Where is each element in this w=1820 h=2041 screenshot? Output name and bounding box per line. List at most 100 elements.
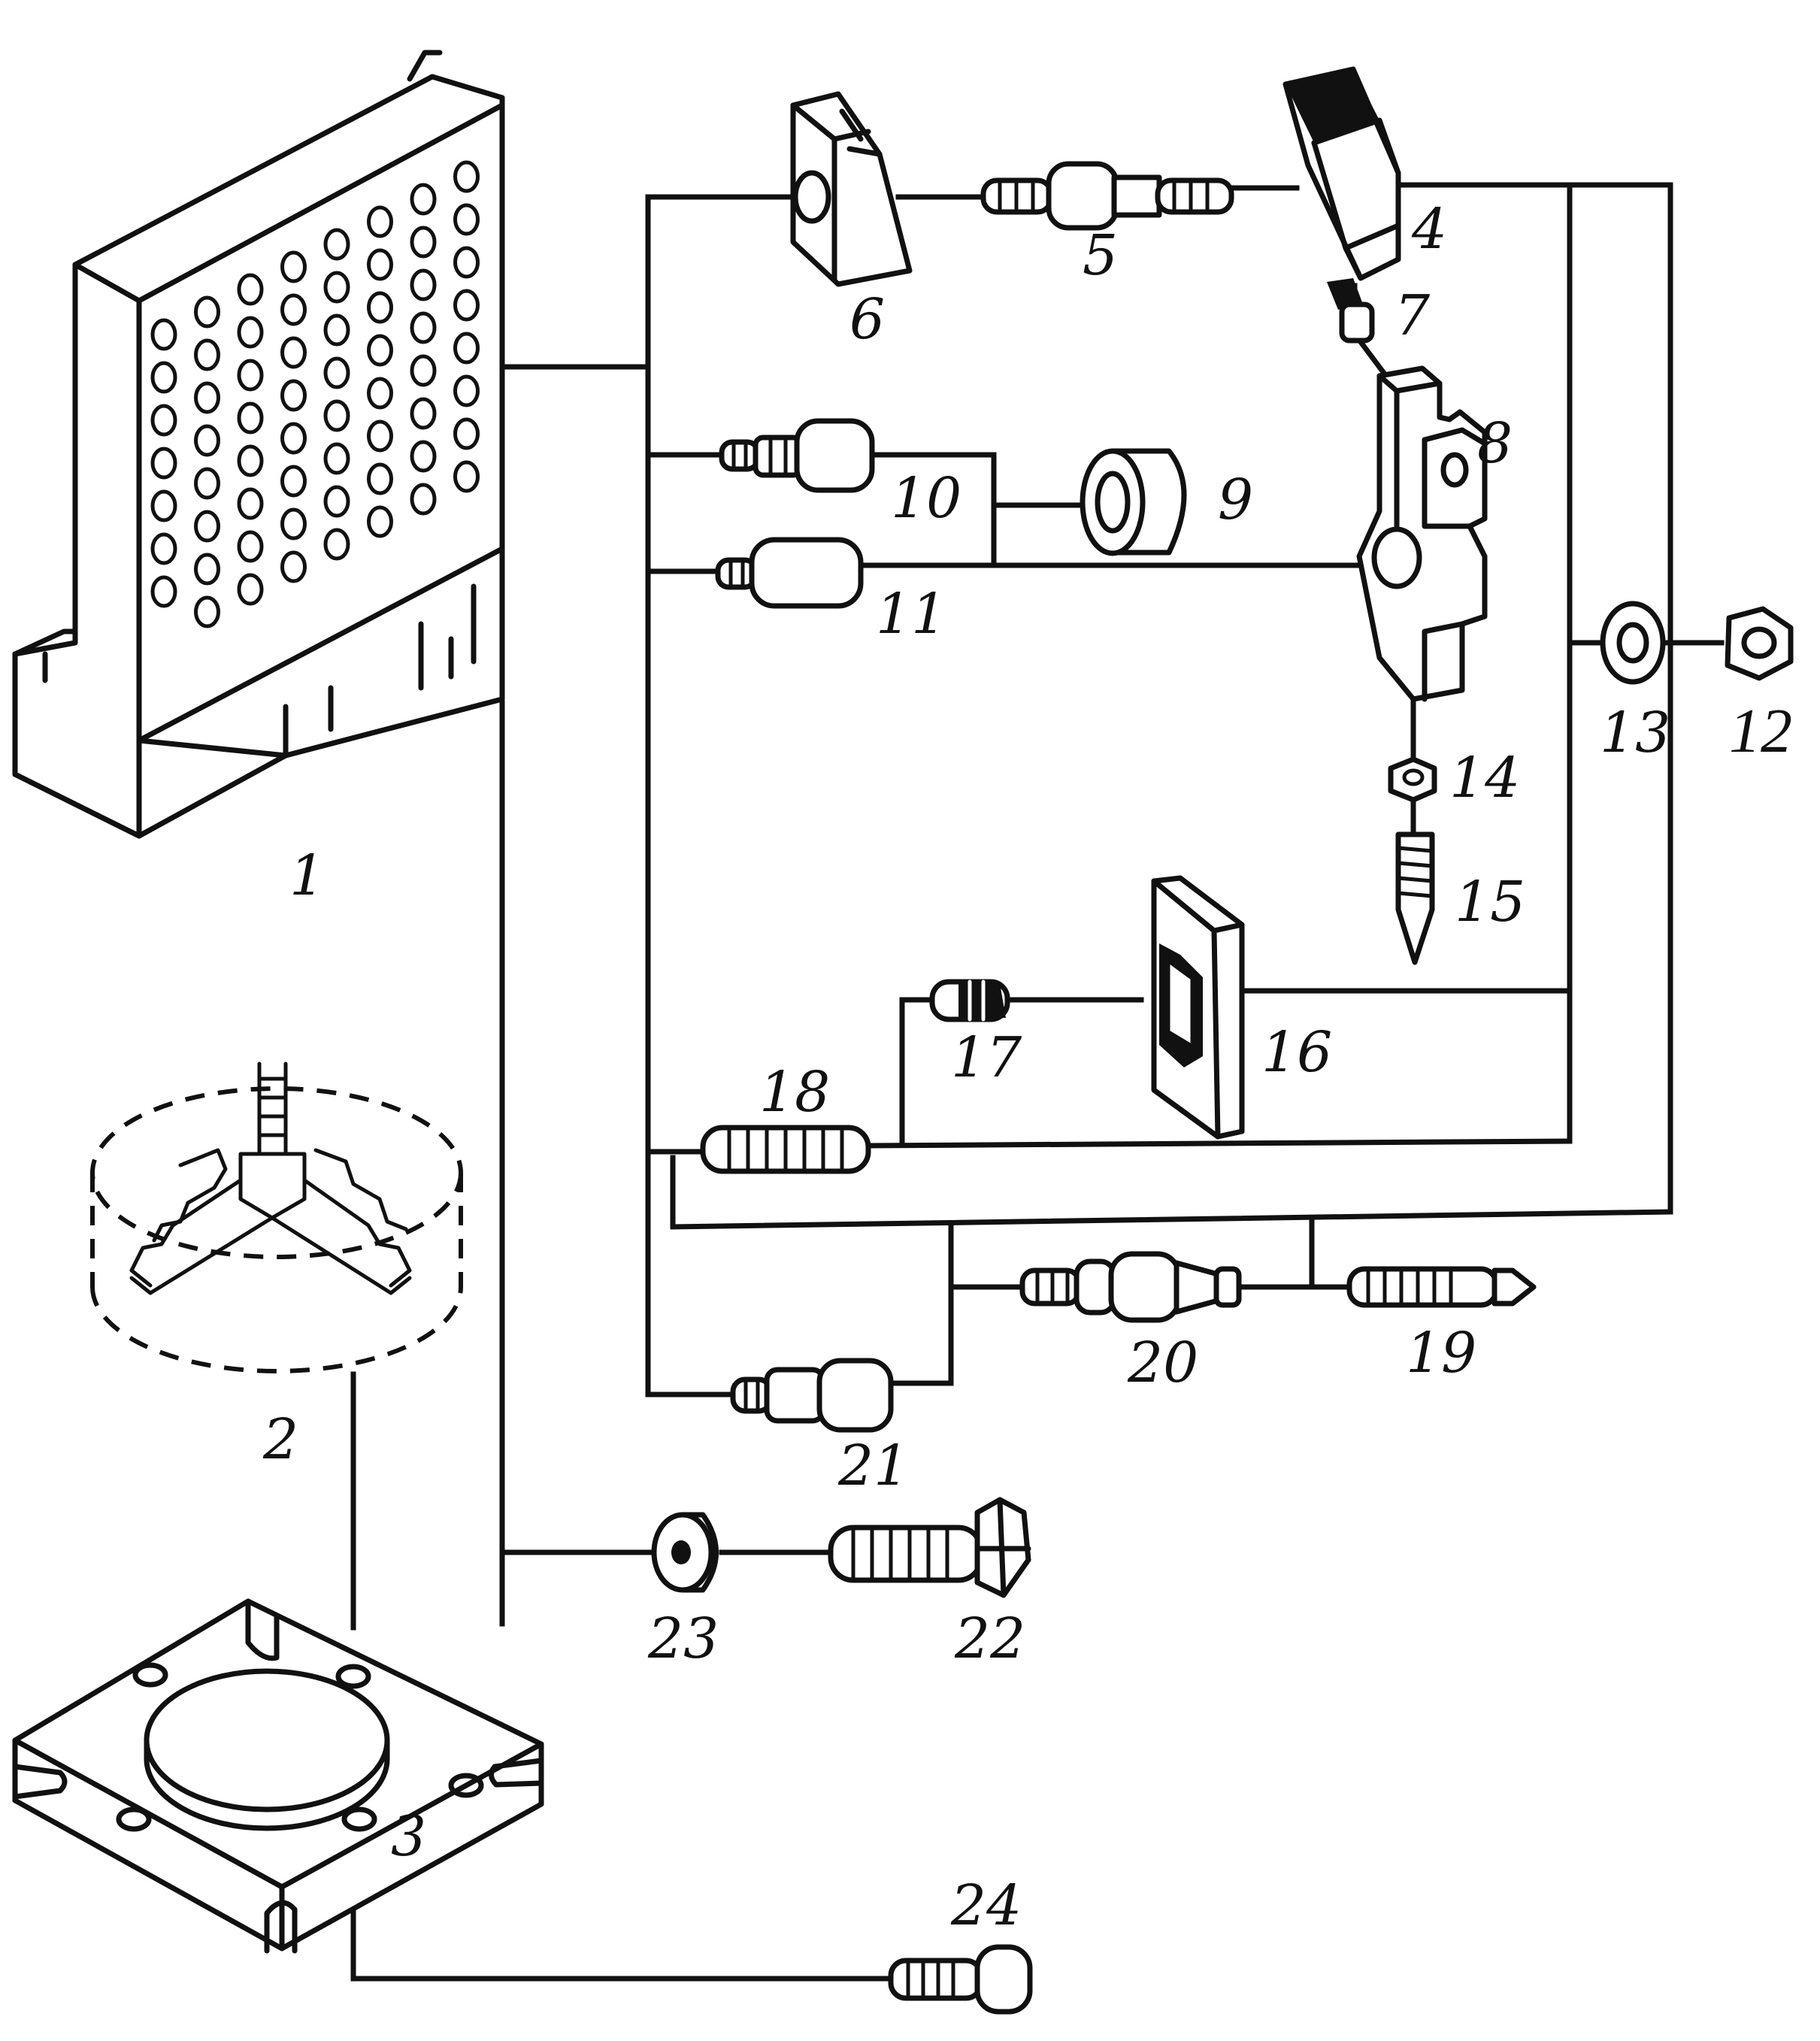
plate-hole <box>280 550 307 583</box>
plate-hole <box>150 404 177 437</box>
part-17-short-stud <box>929 979 1010 1022</box>
part-7-screw <box>1327 278 1375 344</box>
label-16: 16 <box>1261 1020 1332 1085</box>
part-4-knurled-clamp <box>1282 66 1401 281</box>
plate-hole <box>410 397 437 430</box>
plate-hole <box>367 462 393 495</box>
plate-hole <box>367 419 393 453</box>
part-labels: 1 2 3 4 5 6 7 8 9 10 11 12 13 14 15 16 1… <box>262 197 1792 1938</box>
plate-hole <box>323 356 350 389</box>
plate-hole <box>410 483 437 516</box>
plate-hole <box>194 424 220 457</box>
part-12-hex-nut <box>1725 606 1794 681</box>
plate-hole <box>453 417 480 450</box>
label-5: 5 <box>1083 223 1118 288</box>
plate-hole <box>237 487 264 520</box>
label-19: 19 <box>1406 1321 1476 1385</box>
plate-hole <box>410 311 437 344</box>
part-16-slotted-plate <box>1151 875 1245 1140</box>
label-7: 7 <box>1395 283 1430 348</box>
label-13: 13 <box>1600 701 1670 765</box>
plate-hole <box>194 295 220 329</box>
label-2: 2 <box>262 1407 298 1472</box>
label-6: 6 <box>849 287 885 352</box>
plate-hole <box>237 573 264 606</box>
plate-hole <box>410 183 437 216</box>
plate-hole <box>367 505 393 538</box>
plate-hole <box>410 226 437 259</box>
plate-hole <box>237 401 264 435</box>
plate-hole <box>237 444 264 477</box>
part-3-base-plate <box>12 1598 544 1954</box>
label-10: 10 <box>891 466 961 531</box>
plate-hole <box>410 268 437 301</box>
label-23: 23 <box>647 1606 719 1671</box>
plate-hole <box>280 465 307 498</box>
label-4: 4 <box>1411 197 1447 262</box>
plate-hole <box>194 595 220 628</box>
plate-hole <box>410 354 437 387</box>
plate-hole <box>453 246 480 279</box>
plate-hole <box>453 374 480 407</box>
plate-hole <box>280 250 307 283</box>
plate-hole <box>194 467 220 500</box>
perforation-holes <box>150 160 480 628</box>
part-13-washer <box>1600 601 1666 685</box>
label-12: 12 <box>1729 696 1792 766</box>
part-24-screw <box>888 1944 1033 2015</box>
label-22: 22 <box>954 1606 1025 1671</box>
label-17: 17 <box>951 1025 1022 1090</box>
plate-hole <box>410 440 437 473</box>
plate-hole <box>150 361 177 394</box>
plate-hole <box>367 205 393 238</box>
label-11: 11 <box>876 582 946 647</box>
plate-hole <box>453 289 480 322</box>
part-19-pointed-stud <box>1346 1266 1537 1308</box>
part-2-chuck <box>90 1061 463 1373</box>
plate-hole <box>150 489 177 522</box>
plate-hole <box>453 160 480 193</box>
plate-hole <box>453 332 480 365</box>
plate-hole <box>323 442 350 475</box>
plate-hole <box>150 318 177 351</box>
plate-hole <box>280 422 307 455</box>
plate-hole <box>367 377 393 410</box>
connector-lines <box>350 182 1725 1982</box>
label-20: 20 <box>1127 1331 1198 1395</box>
plate-hole <box>280 379 307 412</box>
plate-hole <box>194 381 220 414</box>
part-11-pin <box>715 537 864 609</box>
plate-hole <box>453 460 480 493</box>
label-15: 15 <box>1455 870 1525 934</box>
label-8: 8 <box>1477 411 1513 476</box>
plate-hole <box>280 507 307 541</box>
plate-hole <box>237 359 264 392</box>
part-10-threaded-pin <box>719 418 875 493</box>
label-14: 14 <box>1449 746 1520 810</box>
part-14-nut <box>1388 756 1437 803</box>
plate-hole <box>280 293 307 326</box>
plate-hole <box>237 273 264 306</box>
plate-hole <box>367 248 393 281</box>
part-1-angle-plate <box>12 50 505 839</box>
part-6-v-block <box>790 91 913 287</box>
part-8-clamp-bracket <box>1356 365 1488 702</box>
plate-hole <box>194 510 220 543</box>
plate-hole <box>323 399 350 432</box>
plate-hole <box>453 203 480 236</box>
label-21: 21 <box>837 1434 909 1498</box>
plate-hole <box>323 228 350 261</box>
plate-hole <box>323 528 350 561</box>
plate-hole <box>150 447 177 480</box>
plate-hole <box>323 271 350 304</box>
label-3: 3 <box>391 1804 426 1869</box>
part-22-hex-bolt <box>828 1497 1031 1598</box>
plate-hole <box>194 338 220 371</box>
plate-hole <box>194 553 220 586</box>
part-18-threaded-rod <box>700 1125 871 1174</box>
plate-hole <box>280 336 307 369</box>
part-23-washer <box>651 1512 719 1593</box>
label-9: 9 <box>1218 468 1253 532</box>
label-18: 18 <box>759 1060 830 1125</box>
